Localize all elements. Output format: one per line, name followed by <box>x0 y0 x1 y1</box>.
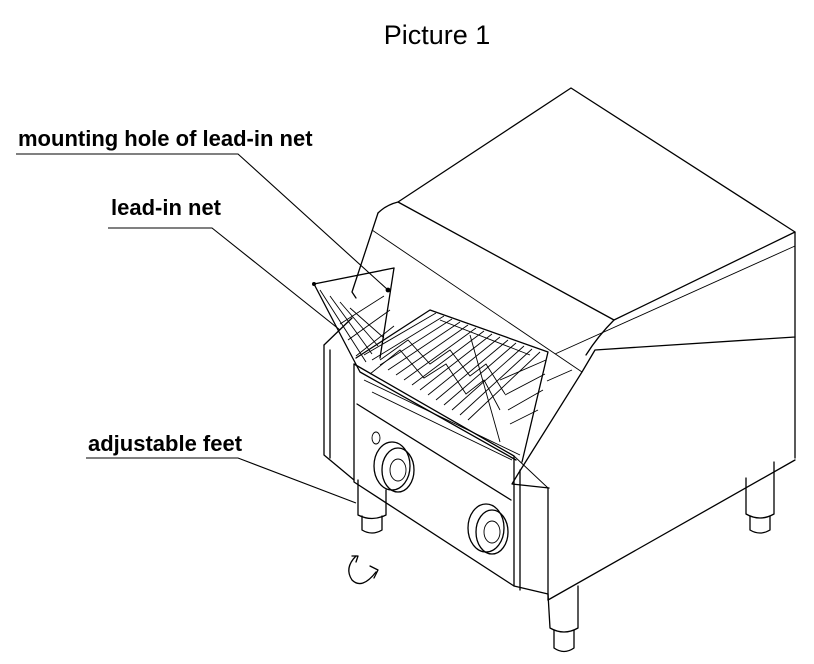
label-lead-in-net: lead-in net <box>111 195 222 220</box>
foot-back-right <box>745 461 775 534</box>
toaster-upper-body <box>351 87 796 489</box>
figure-title: Picture 1 <box>383 20 491 50</box>
control-knob-left <box>371 431 415 493</box>
conveyor-grill <box>355 309 549 463</box>
lead-in-net <box>312 267 521 461</box>
leader-lead-in-net <box>108 227 341 331</box>
leader-lines <box>16 153 389 504</box>
mounting-hole-icon <box>385 287 391 293</box>
leader-adjustable-feet <box>86 457 357 504</box>
foot-front-left <box>357 479 387 534</box>
control-knob-right <box>467 503 509 555</box>
label-adjustable-feet: adjustable feet <box>88 431 243 456</box>
foot-front-right <box>547 585 579 653</box>
rotate-arrow-icon <box>348 555 379 585</box>
label-mounting-hole: mounting hole of lead-in net <box>18 126 313 151</box>
leader-mounting-hole <box>16 153 389 291</box>
toaster-lower-body <box>323 317 796 601</box>
